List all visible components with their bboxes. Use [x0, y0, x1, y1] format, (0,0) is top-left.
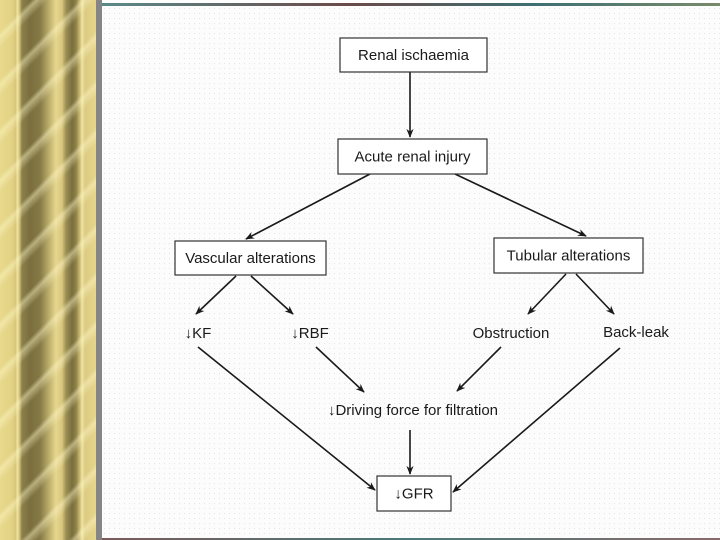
node-decreased-driving-force: ↓Driving force for filtration [328, 402, 498, 419]
node-box [174, 240, 327, 276]
node-label: ↓Driving force for filtration [328, 402, 498, 419]
top-rule [102, 3, 720, 6]
node-box [337, 138, 488, 175]
arrow-vascular-alterations-to-decreased-kf [195, 275, 237, 315]
node-decreased-gfr: ↓GFR [376, 475, 452, 512]
node-label: ↓GFR [394, 486, 433, 503]
node-box [376, 475, 452, 512]
node-obstruction: Obstruction [473, 325, 550, 342]
node-label: Acute renal injury [355, 149, 471, 166]
node-label: ↓RBF [291, 325, 329, 342]
node-box [339, 37, 488, 73]
node-label: Tubular alterations [507, 248, 631, 265]
border-separator [96, 0, 102, 540]
node-label: Renal ischaemia [358, 47, 470, 64]
arrow-decreased-kf-to-decreased-gfr [197, 346, 376, 491]
node-label: Vascular alterations [185, 250, 316, 267]
arrow-obstruction-to-decreased-driving-force [456, 346, 502, 392]
node-box [493, 237, 644, 274]
node-decreased-kf: ↓KF [185, 325, 212, 342]
decorative-gold-border [0, 0, 96, 540]
node-decreased-rbf: ↓RBF [291, 325, 329, 342]
node-label: Back-leak [603, 324, 669, 341]
node-tubular-alterations: Tubular alterations [493, 237, 644, 274]
node-label: Obstruction [473, 325, 550, 342]
arrow-tubular-alterations-to-back-leak [575, 273, 615, 315]
arrow-vascular-alterations-to-decreased-rbf [250, 275, 294, 315]
node-renal-ischaemia: Renal ischaemia [339, 37, 488, 73]
node-vascular-alterations: Vascular alterations [174, 240, 327, 276]
node-label: ↓KF [185, 325, 212, 342]
arrow-decreased-rbf-to-decreased-driving-force [315, 346, 365, 393]
node-back-leak: Back-leak [603, 324, 669, 341]
arrow-back-leak-to-decreased-gfr [452, 347, 621, 493]
arrow-acute-renal-injury-to-vascular-alterations [245, 173, 371, 240]
node-acute-renal-injury: Acute renal injury [337, 138, 488, 175]
arrow-acute-renal-injury-to-tubular-alterations [454, 173, 587, 237]
bottom-rule [102, 538, 720, 540]
edges [195, 72, 621, 493]
arrow-tubular-alterations-to-obstruction [527, 273, 567, 315]
